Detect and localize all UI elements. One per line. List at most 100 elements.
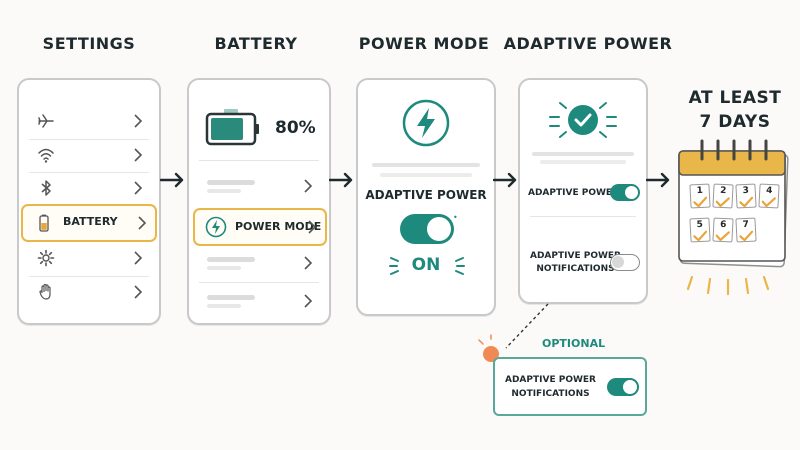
step-title-adaptive-power: ADAPTIVE POWER [503, 34, 673, 53]
adaptive-power-toggle[interactable] [610, 184, 640, 201]
toggle-knob [612, 256, 624, 268]
settings-item-airplane[interactable] [27, 106, 151, 136]
duration-line-2: 7 DAYS [699, 112, 771, 132]
flow-arrow [329, 172, 353, 188]
settings-item-bluetooth[interactable] [27, 173, 151, 203]
bluetooth-icon [41, 180, 51, 196]
calendar-day: 2 [712, 183, 734, 209]
chevron-right-icon [304, 256, 313, 270]
callout-connector [478, 303, 549, 362]
gear-icon [37, 249, 55, 267]
chevron-right-icon [304, 294, 313, 308]
calendar-day-number: 4 [765, 185, 773, 197]
adaptive-power-label: ADAPTIVE POWER [528, 188, 619, 198]
chevron-right-icon [308, 220, 317, 234]
settings-screen: BATTERY [17, 78, 161, 325]
flow-arrow [493, 172, 517, 188]
chevron-right-icon [134, 181, 143, 195]
chevron-right-icon [134, 251, 143, 265]
placeholder-line [207, 295, 255, 300]
adaptive-power-screen: ADAPTIVE POWER ADAPTIVE POWER NOTIFICATI… [518, 78, 648, 304]
notifications-label-line-1: ADAPTIVE POWER [530, 251, 621, 261]
divider [29, 172, 149, 173]
settings-item-label: BATTERY [63, 215, 118, 228]
divider [199, 282, 319, 283]
airplane-icon [38, 114, 54, 128]
chevron-right-icon [134, 148, 143, 162]
battery-level-icon [205, 109, 259, 146]
flow-arrow [160, 172, 184, 188]
checkmark-icon [715, 231, 730, 241]
power-mode-screen: ADAPTIVE POWER • ON [356, 78, 496, 316]
chevron-right-icon [134, 285, 143, 299]
calendar-day-number: 1 [696, 185, 704, 197]
calendar-day: 7 [735, 217, 757, 243]
checkmark-icon [739, 230, 754, 242]
notifications-label: ADAPTIVE POWER NOTIFICATIONS [530, 250, 621, 276]
toggle-knob [623, 380, 637, 394]
toggle-knob [427, 217, 451, 241]
calendar-day: 4 [758, 183, 780, 209]
placeholder-line [207, 257, 255, 262]
settings-item-general[interactable] [27, 243, 151, 273]
step-title-settings: SETTINGS [42, 34, 136, 53]
settings-item-wifi[interactable] [27, 140, 151, 170]
checkmark-icon [549, 102, 617, 138]
placeholder-line [207, 266, 241, 270]
wifi-icon [38, 148, 54, 163]
sparkle-icon: • [453, 213, 458, 222]
settings-item-battery[interactable]: BATTERY [21, 204, 157, 242]
battery-item-label: POWER MODE [235, 220, 322, 233]
calendar-day: 6 [712, 217, 734, 243]
optional-notifications-toggle[interactable] [607, 378, 639, 396]
placeholder-line [532, 152, 634, 156]
checkmark-icon [739, 196, 754, 208]
calendar-day: 1 [689, 183, 711, 209]
battery-option-row[interactable] [197, 286, 321, 316]
divider [530, 216, 636, 217]
duration-line-1: AT LEAST [688, 88, 782, 108]
divider [29, 139, 149, 140]
step-title-battery: BATTERY [214, 34, 298, 53]
checkmark-icon [693, 196, 708, 208]
settings-item-accessibility[interactable] [27, 277, 151, 307]
calendar-icon [678, 139, 789, 295]
notifications-toggle[interactable] [610, 254, 640, 271]
optional-tag: OPTIONAL [542, 337, 606, 350]
placeholder-line [207, 180, 255, 185]
placeholder-line [207, 189, 241, 193]
placeholder-line [380, 173, 472, 177]
on-rays-icon [389, 257, 465, 275]
hand-icon [39, 283, 51, 300]
placeholder-line [207, 304, 241, 308]
notifications-label-line-2: NOTIFICATIONS [536, 264, 615, 274]
calendar-day: 3 [735, 183, 757, 209]
adaptive-power-toggle[interactable] [400, 214, 454, 244]
checkmark-icon [715, 197, 730, 207]
divider [199, 160, 319, 161]
battery-icon [39, 214, 49, 232]
calendar-day-number: 6 [719, 219, 727, 231]
checkmark-icon [693, 230, 708, 242]
calendar-day: 5 [689, 217, 711, 243]
optional-label-line-1: ADAPTIVE POWER [505, 375, 596, 385]
calendar-day-number: 2 [719, 185, 727, 197]
battery-option-row[interactable] [197, 248, 321, 278]
flow-arrow [646, 172, 670, 188]
calendar-day-number: 3 [742, 185, 750, 197]
chevron-right-icon [304, 179, 313, 193]
divider [29, 276, 149, 277]
placeholder-line [372, 163, 480, 167]
battery-item-power-mode[interactable]: POWER MODE [193, 208, 327, 246]
lightning-icon [402, 99, 450, 147]
battery-screen: 80% POWER MODE [187, 78, 331, 325]
optional-notifications-label: ADAPTIVE POWER NOTIFICATIONS [505, 373, 596, 401]
battery-percent: 80% [275, 118, 316, 138]
toggle-knob [625, 186, 638, 199]
placeholder-line [540, 160, 626, 164]
calendar-day-number: 5 [696, 219, 704, 231]
duration-label: AT LEAST 7 DAYS [689, 86, 782, 134]
optional-notifications-card: ADAPTIVE POWER NOTIFICATIONS [493, 357, 647, 416]
battery-option-row[interactable] [197, 171, 321, 201]
chevron-right-icon [138, 216, 147, 230]
